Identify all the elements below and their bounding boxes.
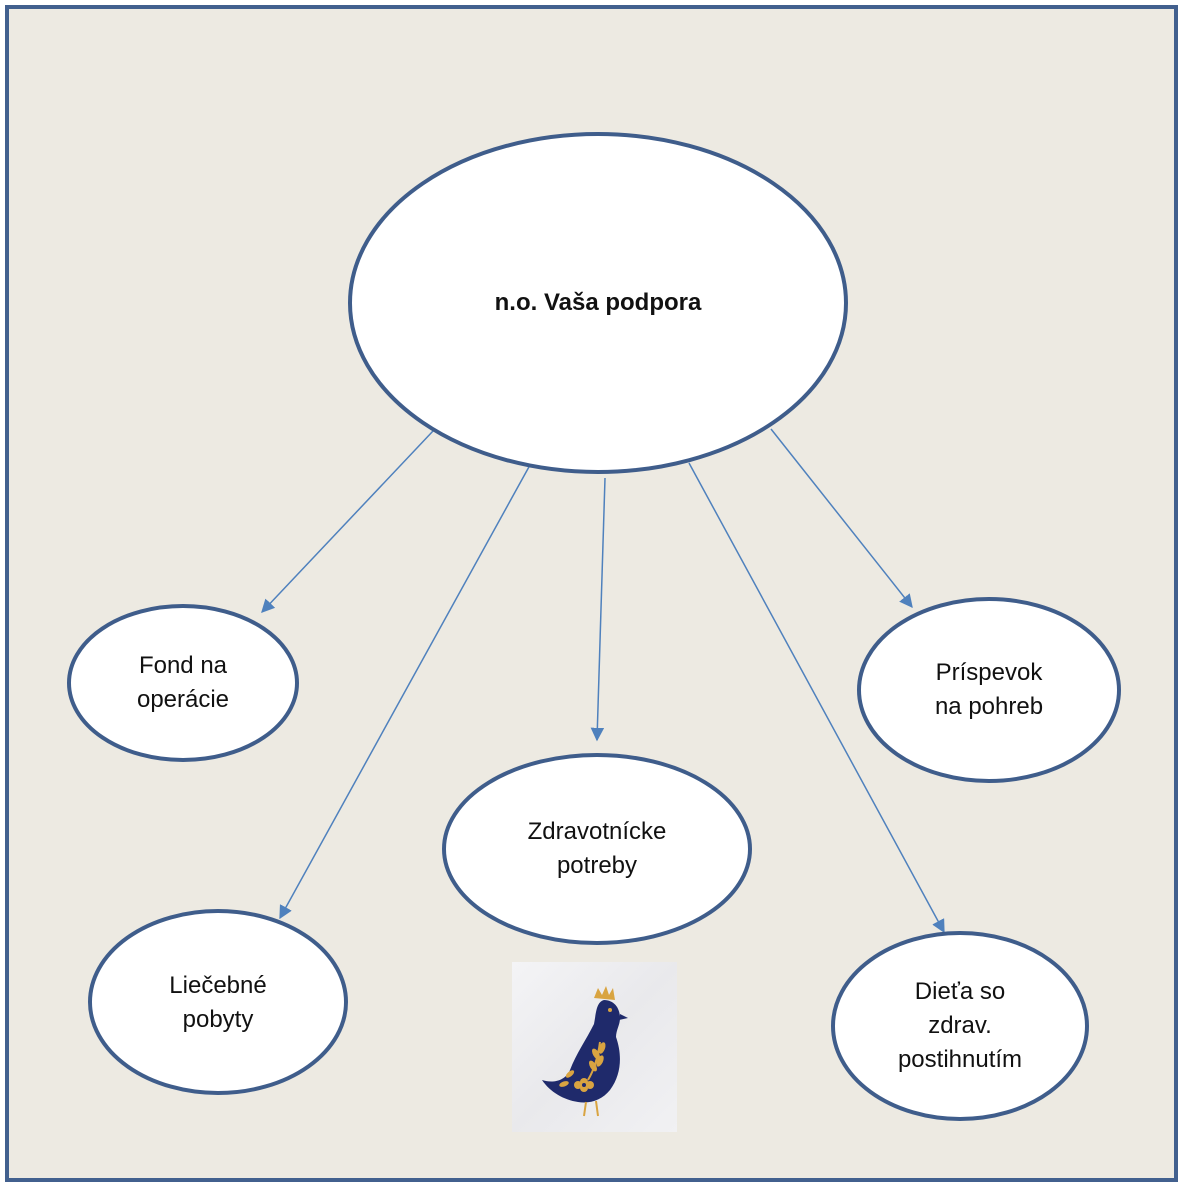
edge-main-to-fond	[261, 430, 434, 613]
node-liecebne-label: Liečebné pobyty	[169, 972, 267, 1033]
node-main-ellipse	[348, 132, 848, 474]
emblem-image	[512, 962, 677, 1132]
node-zdravotnicke-label: Zdravotnícke potreby	[527, 818, 667, 879]
node-fond-label: Fond na operácie	[136, 652, 230, 713]
node-prispevok-label: Príspevok na pohreb	[934, 659, 1044, 720]
node-fond-ellipse	[67, 604, 299, 762]
edge-main-to-prispevok	[770, 428, 913, 609]
blue-bird-crown-icon	[542, 986, 628, 1117]
edge-main-to-dieta	[688, 462, 945, 934]
edge-main-to-liecebne	[279, 464, 531, 920]
node-dieta-label: Dieťa so zdrav. postihnutím	[897, 978, 1023, 1073]
node-prispevok-ellipse	[857, 597, 1121, 783]
node-main-label: n.o. Vaša podpora	[494, 289, 702, 316]
edge-main-to-zdravotnicke	[590, 477, 606, 742]
node-dieta-ellipse	[831, 931, 1089, 1121]
node-liecebne-ellipse	[88, 909, 348, 1095]
node-zdravotnicke-ellipse	[442, 753, 752, 945]
